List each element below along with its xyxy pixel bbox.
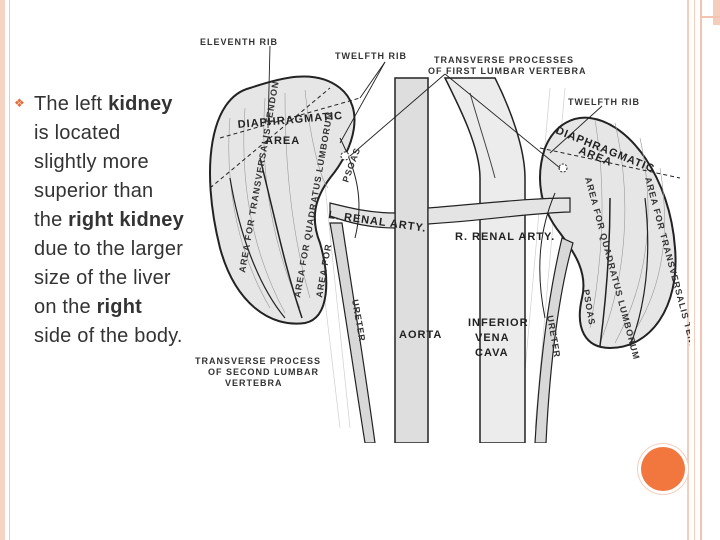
frame-right-line-a (687, 0, 689, 540)
label-transverse-process-second-1: TRANSVERSE PROCESS (195, 356, 321, 366)
right-ureter (534, 237, 574, 443)
bullet-text: The left kidney is located slightly more… (34, 90, 184, 351)
right-twelfth-rib-line (539, 147, 681, 179)
bullet-bold-part: kidney (108, 93, 173, 115)
frame-left-line (9, 0, 10, 540)
label-transverse-process-second-3: VERTEBRA (225, 378, 283, 388)
left-ureter (329, 222, 376, 443)
label-r-renal-arty: R. RENAL ARTY. (455, 231, 555, 243)
label-aorta: AORTA (399, 329, 442, 341)
label-eleventh-rib: ELEVENTH RIB (200, 37, 278, 47)
bullet-icon: ❖ (14, 96, 25, 110)
label-cava: CAVA (475, 347, 509, 359)
bullet-text-part: due to the larger size of the liver on t… (34, 238, 184, 318)
frame-right-line-c (700, 0, 702, 540)
label-area-left: AREA (265, 135, 300, 147)
frame-left-bar (0, 0, 5, 540)
label-twelfth-rib-left: TWELFTH RIB (335, 51, 407, 61)
bullet-bold-part: right kidney (68, 209, 184, 231)
right-kidney-shape (539, 116, 677, 350)
inferior-vena-cava (443, 77, 526, 443)
right-renal-artery (427, 197, 571, 225)
left-kidney-shape (209, 75, 356, 325)
bullet-bold-part: right (96, 296, 142, 318)
left-renal-artery (329, 202, 396, 229)
label-transverse-processes: TRANSVERSE PROCESSES (434, 55, 574, 65)
bullet-text-part: The left (34, 93, 109, 115)
frame-right-line-b (694, 0, 695, 540)
left-eleventh-rib-line (209, 87, 331, 189)
label-twelfth-rib-right: TWELFTH RIB (568, 97, 640, 107)
left-twelfth-rib-line (219, 97, 361, 139)
label-vena: VENA (475, 332, 510, 344)
kidney-anatomy-figure: ELEVENTH RIB TWELFTH RIB TRANSVERSE PROC… (195, 37, 690, 443)
label-inferior: INFERIOR (468, 317, 529, 329)
aorta-vessel (394, 77, 429, 443)
right-kidney-shading (589, 119, 665, 344)
label-transverse-process-second-2: OF SECOND LUMBAR (208, 367, 319, 377)
bullet-text-part: is located slightly more superior than t… (34, 122, 154, 231)
frame-right-block (713, 0, 720, 25)
label-first-lumbar: OF FIRST LUMBAR VERTEBRA (428, 66, 587, 76)
left-kidney-shading (228, 89, 329, 314)
leader-lines (267, 45, 603, 169)
bullet-text-part: side of the body. (34, 325, 183, 347)
decorative-orange-circle (641, 447, 685, 491)
frame-top-right-line (700, 16, 720, 18)
